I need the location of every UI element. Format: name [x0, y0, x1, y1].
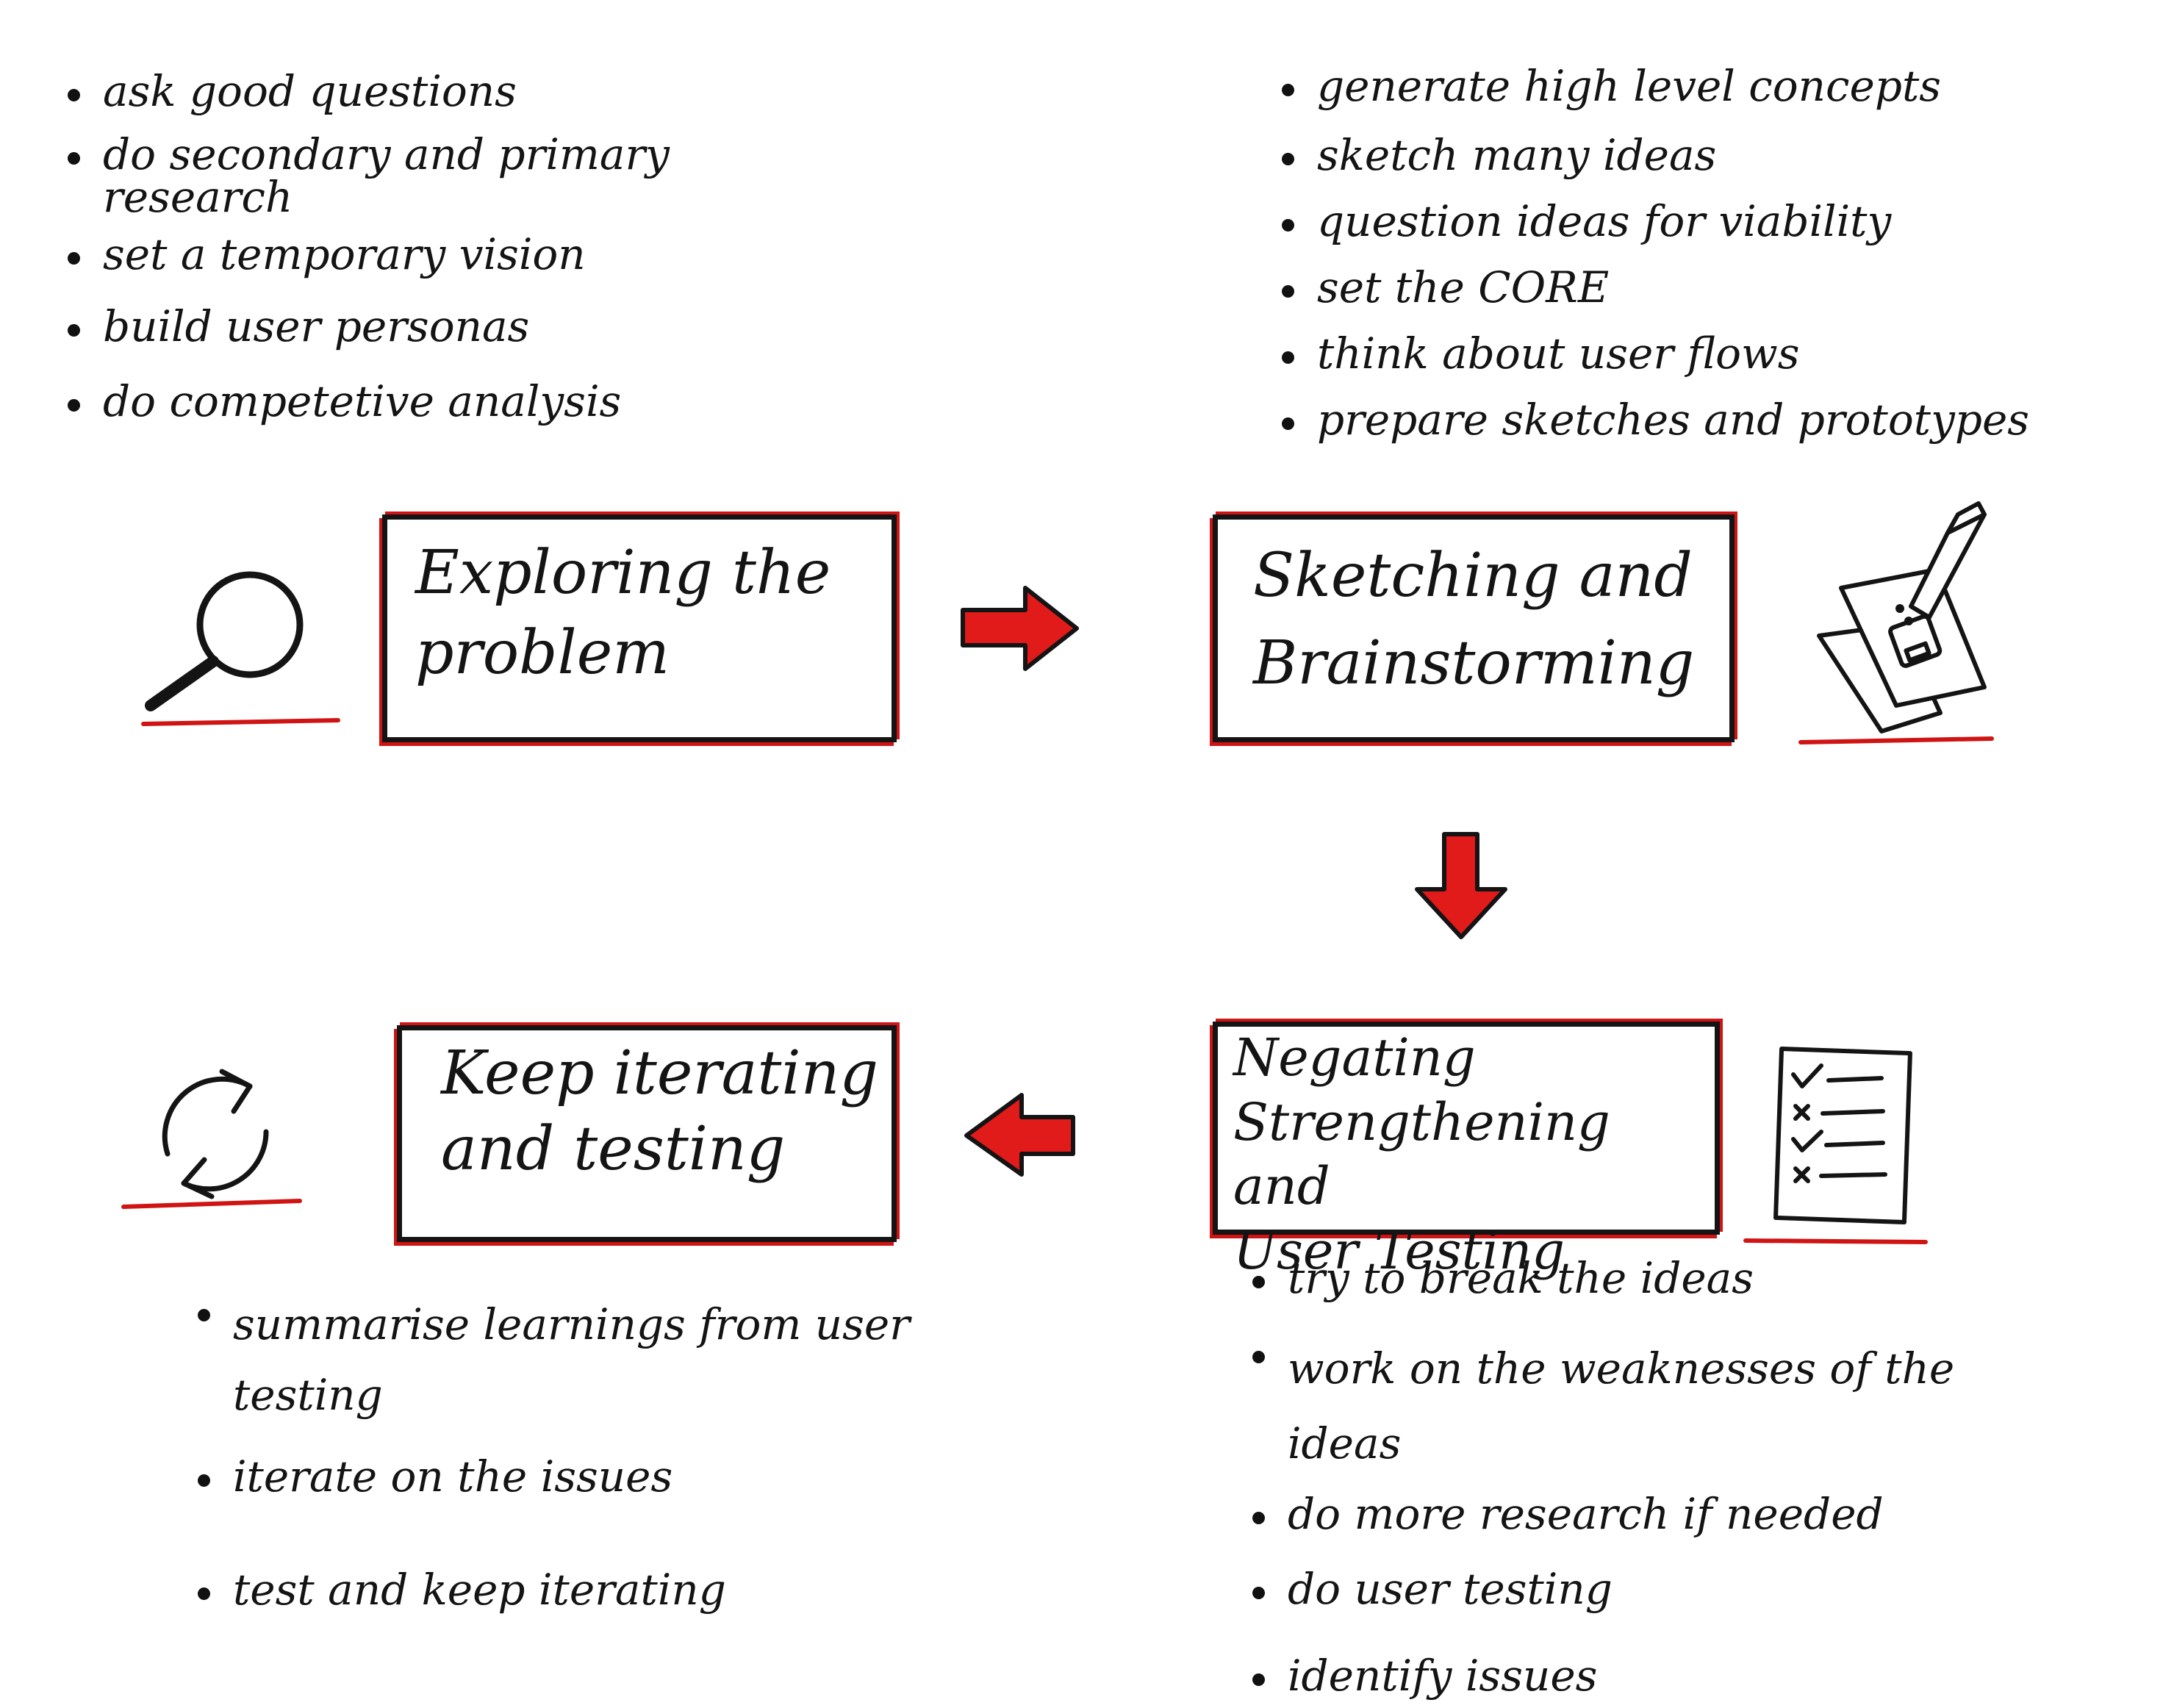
exploring-note: set a temporary vision [65, 233, 800, 276]
exploring-note: do competetive analysis [65, 380, 800, 423]
arrow-down-icon [1415, 832, 1507, 939]
exploring-note: build user personas [65, 305, 800, 348]
sketching-notes: generate high level concepts sketch many… [1279, 65, 2146, 441]
iterating-icon-underline [121, 1199, 302, 1209]
exploring-note: ask good questions [65, 70, 800, 112]
negating-icon-underline [1743, 1238, 1928, 1244]
sketching-icon-underline [1798, 736, 1994, 744]
exploring-stage-box [382, 514, 897, 742]
iterating-notes: summarise learnings from user testing it… [195, 1290, 974, 1611]
sketching-note: sketch many ideas [1279, 134, 2146, 176]
magnifying-glass-icon [145, 571, 304, 711]
iterating-stage-title: Keep iterating and testing [441, 1038, 878, 1184]
sketching-note: set the CORE [1279, 266, 2146, 309]
exploring-stage-title: Exploring the problem [415, 538, 831, 689]
arrow-right-icon [961, 586, 1079, 671]
exploring-note: do secondary and primary research [65, 133, 808, 218]
sketching-note: think about user flows [1279, 332, 2146, 375]
negating-note: do more research if needed [1249, 1493, 2087, 1535]
arrow-left-icon [964, 1093, 1075, 1177]
sketching-stage-box [1213, 514, 1735, 742]
sketching-stage-title: Sketching and Brainstorming [1253, 541, 1695, 698]
cycle-arrows-icon [162, 1069, 269, 1199]
iterating-stage-box [397, 1025, 897, 1242]
negating-note: do user testing [1249, 1568, 2087, 1610]
iterating-note: test and keep iterating [195, 1568, 974, 1611]
sketching-pencil-icon [1817, 501, 1987, 733]
iterating-note: summarise learnings from user testing [195, 1290, 997, 1430]
negating-note: work on the weaknesses of the ideas [1249, 1332, 2023, 1481]
sketching-note: prepare sketches and prototypes [1279, 398, 2146, 441]
exploring-notes: ask good questions do secondary and prim… [65, 70, 800, 423]
negating-stage-title: Negating Strengthening and User Testing [1233, 1027, 1610, 1281]
exploring-icon-underline [141, 718, 340, 726]
negating-stage-box [1213, 1022, 1720, 1235]
negating-note: try to break the ideas [1249, 1257, 2087, 1299]
iterating-note: iterate on the issues [195, 1455, 974, 1498]
sketching-note: question ideas for viability [1279, 200, 2146, 243]
sketching-note: generate high level concepts [1279, 65, 2146, 107]
negating-notes: try to break the ideas work on the weakn… [1249, 1257, 2087, 1697]
negating-note: identify issues [1249, 1654, 2087, 1697]
checklist-icon [1773, 1047, 1912, 1225]
